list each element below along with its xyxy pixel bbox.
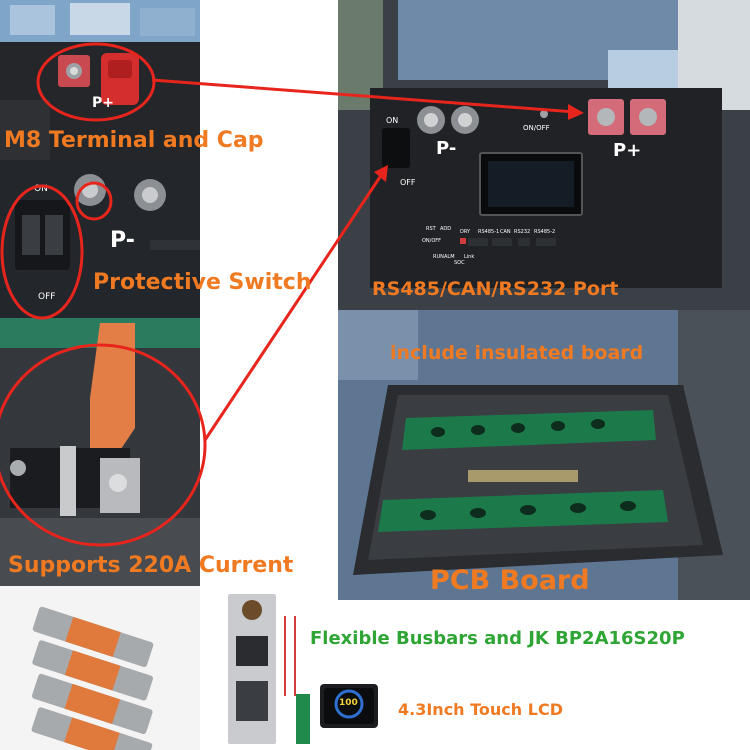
led-label-run: RUN bbox=[433, 254, 444, 260]
front-p-plus-label: P+ bbox=[613, 140, 642, 161]
switch-off-label: OFF bbox=[38, 292, 56, 302]
front-on-label: ON bbox=[386, 116, 399, 125]
front-panel-photo: ON OFF ON/OFF P- P+ RST ADD DRY RS485-1 … bbox=[338, 0, 750, 310]
bms-board-photo bbox=[200, 586, 338, 750]
led-label-link: Link bbox=[464, 254, 475, 260]
label-insulated-board: include insulated board bbox=[390, 342, 644, 364]
pcb-photo-graphic bbox=[338, 310, 750, 600]
switch-on-label: ON bbox=[34, 184, 48, 194]
pcb-strip-top bbox=[402, 410, 656, 450]
port-label-can: CAN bbox=[500, 229, 511, 235]
terminal-p-plus-label: P+ bbox=[92, 95, 114, 111]
port-label-rs485-2: RS485-2 bbox=[534, 229, 556, 235]
port-label-dry: DRY bbox=[460, 229, 471, 235]
port-label-rs485-1: RS485-1 bbox=[478, 229, 500, 235]
touch-lcd-graphic bbox=[324, 688, 374, 724]
flexible-busbars-photo bbox=[0, 586, 200, 750]
label-touch-lcd: 4.3Inch Touch LCD bbox=[398, 700, 563, 719]
front-p-minus-label: P- bbox=[436, 138, 457, 159]
touch-lcd-photo: 100 bbox=[320, 684, 378, 728]
label-supports-current: Supports 220A Current bbox=[8, 553, 294, 578]
busbar-photo bbox=[0, 318, 200, 586]
label-rs485-port: RS485/CAN/RS232 Port bbox=[372, 278, 619, 300]
front-onoff-label: ON/OFF bbox=[523, 124, 550, 132]
bms-board-graphic bbox=[228, 594, 310, 744]
flexible-busbars-graphic bbox=[31, 606, 154, 750]
front-off-label: OFF bbox=[400, 178, 416, 187]
label-m8-terminal: M8 Terminal and Cap bbox=[4, 128, 264, 153]
lcd-reading: 100 bbox=[339, 698, 358, 708]
front-panel-graphic bbox=[338, 0, 750, 310]
port-label-rs232: RS232 bbox=[514, 229, 531, 235]
port-label-add: ADD bbox=[440, 226, 452, 232]
pcb-photo bbox=[338, 310, 750, 600]
busbar-photo-graphic bbox=[0, 318, 200, 586]
label-pcb-board: PCB Board bbox=[430, 565, 590, 596]
switch-p-minus-label: P- bbox=[110, 228, 135, 253]
label-flexible-busbars: Flexible Busbars and JK BP2A16S20P bbox=[310, 628, 685, 649]
label-protective-switch: Protective Switch bbox=[93, 270, 312, 295]
led-label-soc: SOC bbox=[454, 260, 465, 266]
port-label-rst: RST bbox=[426, 226, 436, 232]
led-label-onoff: ON/OFF bbox=[422, 238, 442, 244]
led-label-alm: ALM bbox=[444, 254, 455, 260]
